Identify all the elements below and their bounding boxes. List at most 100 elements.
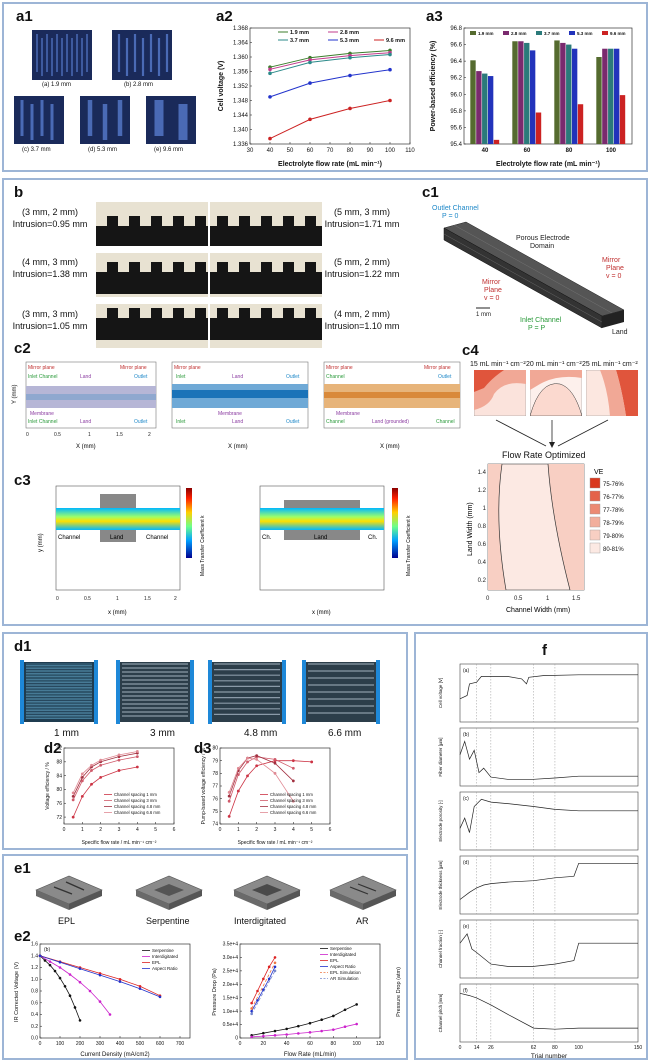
y-tick-label: 0 — [235, 1036, 238, 1042]
data-point — [71, 798, 75, 802]
legend-label: 80-81% — [603, 547, 624, 553]
f-panel-ylabel: Fiber diameter [µm] — [438, 737, 443, 776]
data-point — [273, 965, 277, 969]
c1-domain-label: Domain — [530, 243, 554, 250]
y-tick-label: 95.4 — [450, 142, 462, 148]
x-tick-label: 110 — [405, 148, 415, 154]
data-point — [320, 1029, 323, 1033]
x-tick-label: 20 — [261, 1041, 267, 1047]
series-line — [251, 970, 276, 1014]
label-c1: c1 — [422, 184, 439, 201]
data-point — [236, 766, 240, 770]
c3-xlabel-2: x (mm) — [312, 610, 331, 616]
c1-mirror1: Mirror — [602, 257, 621, 264]
c2-1-inlet: Inlet Channel — [28, 374, 57, 380]
series-line — [269, 100, 391, 140]
x-tick-label: 700 — [176, 1041, 185, 1047]
series-line — [39, 955, 111, 1015]
data-point — [227, 815, 231, 818]
data-point — [38, 954, 42, 958]
c2-3-bm: Land (grounded) — [372, 419, 409, 425]
legend-label: 5.3 mm — [577, 31, 593, 36]
c4-legend: 75-76%76-77%77-78%78-79%79-80%80-81% — [589, 477, 624, 554]
y-tick-label: 74 — [212, 822, 218, 828]
data-point — [108, 1013, 112, 1016]
c2-xtick: 0 — [26, 432, 29, 438]
trace-line — [459, 798, 638, 833]
legend-swatch — [589, 516, 601, 528]
c2-2-outlet: Outlet — [286, 374, 300, 380]
data-point — [99, 763, 103, 767]
c4-xtick: 0.5 — [514, 596, 523, 602]
f-optimization-traces: (a)Cell voltage [V](b)Fiber diameter [µm… — [438, 663, 642, 1058]
data-point — [78, 980, 82, 984]
data-point — [255, 754, 259, 757]
data-point — [63, 985, 67, 988]
c3-1-left: Channel — [58, 535, 80, 541]
data-point — [332, 1014, 335, 1018]
legend-label: Channel spacing 3 mm — [270, 798, 313, 803]
data-point — [348, 55, 352, 60]
bar — [577, 104, 584, 144]
data-point — [267, 965, 271, 969]
f-panel-ylabel: Cell voltage [V] — [438, 678, 443, 708]
c2-2-bm: Land — [232, 419, 243, 425]
a2-ylabel: Cell voltage (V) — [218, 61, 225, 112]
data-point — [58, 960, 62, 964]
y-tick-label: 1.368 — [233, 26, 249, 32]
y-tick-label: 1.0 — [31, 977, 38, 983]
c2-1-memb: Membrane — [30, 411, 54, 417]
c2-3-memb: Membrane — [336, 411, 360, 417]
f-panel-ylabel: Electrode thickness [µm] — [438, 860, 443, 909]
f-panel-tag: (a) — [463, 668, 469, 674]
legend-label: EPL — [152, 960, 161, 965]
y-tick-label: 0.8 — [31, 989, 38, 995]
data-point — [250, 1035, 253, 1039]
label-a2: a2 — [216, 8, 233, 25]
c2-2-tm: Mirror plane — [174, 365, 201, 371]
x-tick-label: 200 — [76, 1041, 85, 1047]
legend-label: EPL — [330, 958, 339, 963]
c4-ytick: 1.4 — [478, 470, 487, 476]
data-point — [308, 60, 312, 65]
c2-2-tl: Inlet — [176, 374, 186, 380]
y-tick-label: 96.0 — [450, 92, 462, 98]
a1-caption-4: (d) 5.3 mm — [88, 147, 118, 153]
data-point — [98, 1000, 102, 1003]
f-x-tick: 62 — [531, 1045, 537, 1051]
data-point — [343, 1025, 347, 1029]
c2-xtick: 0.5 — [54, 432, 61, 438]
y-tick-label: 1.352 — [233, 84, 249, 90]
data-point — [236, 789, 240, 793]
data-point — [48, 963, 52, 967]
bar — [602, 48, 608, 144]
c2-xtick: 1.5 — [116, 432, 123, 438]
data-point — [262, 988, 265, 991]
data-point — [99, 758, 103, 762]
data-point — [118, 977, 122, 981]
c4-main-contour: Land Width (mm) Channel Width (mm) 0 0.5… — [467, 463, 624, 614]
x-tick-label: 40 — [267, 148, 274, 154]
f-panel-frame — [459, 791, 639, 851]
b-dims-4: (5 mm, 3 mm) — [334, 207, 390, 217]
data-point — [88, 989, 92, 993]
data-point — [255, 758, 259, 761]
x-tick-label: 3 — [274, 827, 277, 833]
b-intr-2: Intrusion=1.38 mm — [12, 269, 88, 279]
c2-ylabel: Y (mm) — [12, 384, 18, 404]
f-panel-ylabel: Channel fraction [-] — [438, 930, 443, 968]
y-tick-label: 79 — [212, 758, 218, 764]
x-tick-label: 50 — [287, 148, 294, 154]
c3-2-right: Ch. — [368, 535, 378, 541]
bar — [613, 48, 620, 144]
c1-scale: 1 mm — [476, 312, 491, 318]
series-line — [72, 752, 138, 797]
trace-line — [459, 933, 638, 967]
data-point — [268, 95, 272, 99]
plot-frame — [249, 27, 411, 145]
c2-xlabel-2: X (mm) — [228, 444, 248, 450]
panel-a: a1 a2 a3 (a) 1.9 mm (b) 2.8 mm — [2, 2, 648, 172]
